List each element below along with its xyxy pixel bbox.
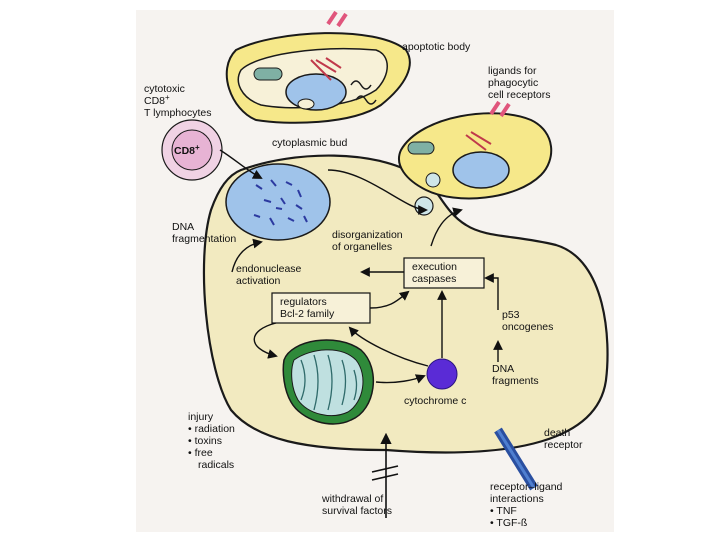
label-cytoplasmic-bud: cytoplasmic bud [272, 137, 347, 149]
label-cd8-cell: CD8+ [174, 143, 200, 157]
block-mark [371, 473, 399, 481]
label-dna-fragmentation-2: fragmentation [172, 233, 236, 245]
regulators-box [271, 292, 371, 324]
label-tnf: • TNF [490, 505, 517, 517]
label-regulators: regulators [280, 296, 327, 308]
label-receptor-ligand-2: interactions [490, 493, 544, 505]
label-p53: p53 [502, 309, 520, 321]
label-endonuclease-2: activation [236, 275, 281, 287]
apoptosis-diagram: apoptotic body ligands for phagocytic ce… [136, 10, 614, 532]
label-withdrawal-2: survival factors [322, 505, 392, 517]
label-injury-free: • free [188, 447, 213, 459]
label-disorganization-1: disorganization [332, 229, 403, 241]
mitochondrion [282, 339, 375, 425]
cytochrome-c-dot [426, 358, 458, 390]
label-execution: execution [412, 261, 457, 273]
label-death: death [544, 427, 570, 439]
label-injury-radiation: • radiation [188, 423, 235, 435]
budding-body [398, 100, 553, 200]
arrow-to-bud [327, 169, 428, 215]
label-caspases: caspases [412, 273, 456, 285]
label-bcl2: Bcl-2 family [280, 308, 335, 320]
label-cytotoxic-3: T lymphocytes [144, 107, 212, 119]
fragmented-nucleus [225, 163, 331, 241]
label-receptor: receptor [544, 439, 583, 451]
label-injury: injury [188, 411, 214, 423]
death-receptor-icon [494, 427, 538, 491]
arrow-disorg-up [430, 207, 463, 247]
block-mark [371, 465, 399, 473]
label-dna-fragments-2: fragments [492, 375, 539, 387]
label-cytochrome-c: cytochrome c [404, 395, 466, 407]
arrow-cytochrome-to-regulators [348, 326, 429, 367]
apoptotic-body [225, 10, 411, 124]
arrow-regulators-to-caspases [369, 290, 410, 309]
label-dna-fragments-1: DNA [492, 363, 514, 375]
arrow-p53-to-caspases [484, 273, 499, 310]
cytoplasmic-bleb [414, 196, 434, 216]
label-cytotoxic-2: CD8+ [144, 93, 170, 107]
arrow-cd8-to-nucleus [219, 149, 263, 179]
label-injury-toxins: • toxins [188, 435, 222, 447]
label-receptor-ligand-1: receptor–ligand [490, 481, 563, 493]
label-dna-fragmentation-1: DNA [172, 221, 194, 233]
label-tgf: • TGF-ß [490, 517, 527, 529]
cd8-lymphocyte [161, 119, 223, 181]
label-ligands-3: cell receptors [488, 89, 550, 101]
label-withdrawal-1: withdrawal of [321, 493, 383, 505]
label-ligands-1: ligands for [488, 65, 537, 77]
label-disorganization-2: of organelles [332, 241, 392, 253]
arrow-regulators-to-mito [253, 322, 278, 359]
arrow-endonuclease-up [231, 238, 263, 273]
execution-caspases-box [403, 257, 485, 289]
label-ligands-2: phagocytic [488, 77, 538, 89]
label-cytotoxic-1: cytotoxic [144, 83, 185, 95]
label-endonuclease-1: endonuclease [236, 263, 302, 275]
arrow-mito-to-cytochrome [375, 374, 426, 384]
label-injury-radicals: radicals [198, 459, 234, 471]
label-apoptotic-body: apoptotic body [402, 41, 471, 53]
label-oncogenes: oncogenes [502, 321, 553, 333]
diagram-canvas: apoptotic body ligands for phagocytic ce… [144, 10, 609, 529]
